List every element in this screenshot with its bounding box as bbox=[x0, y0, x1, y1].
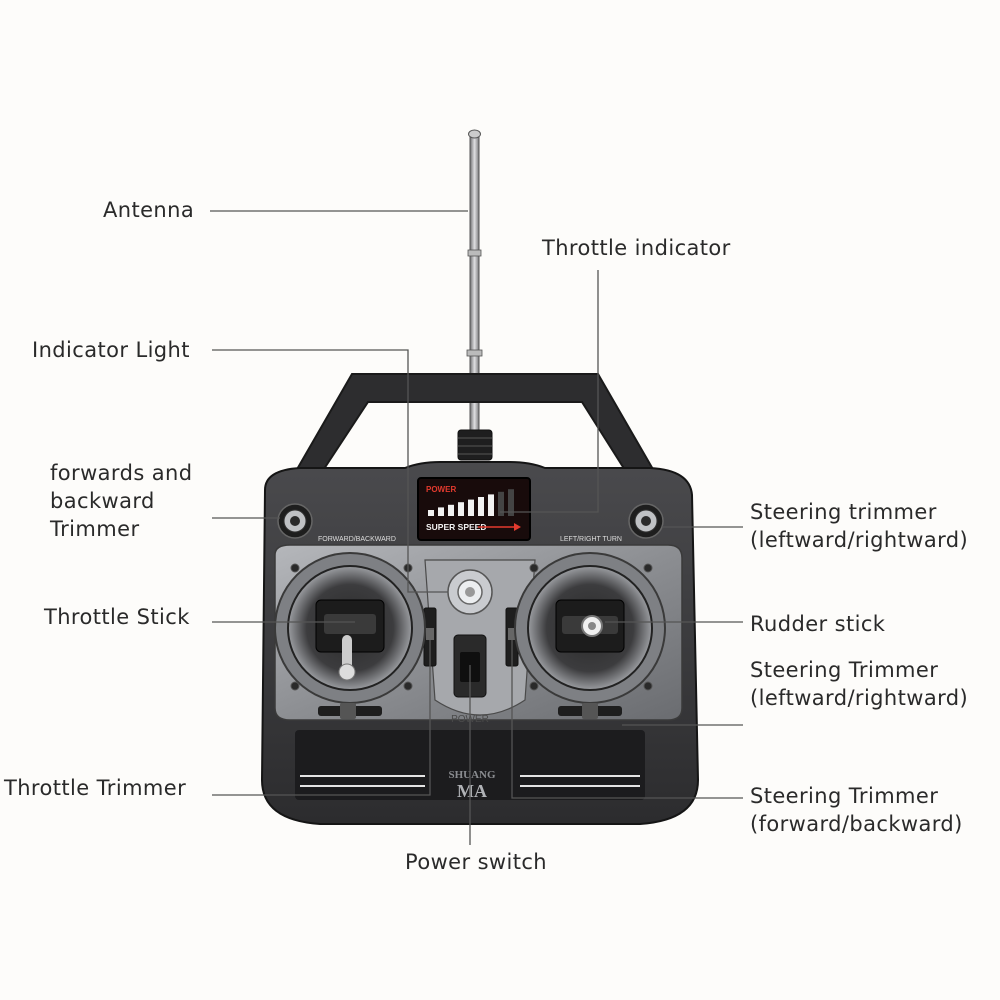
steering-trimmer-left-right[interactable] bbox=[318, 703, 622, 719]
label-forwards-backward-trimmer: forwards and backward Trimmer bbox=[50, 461, 193, 541]
label-steering-trimmer-mid: Steering Trimmer (leftward/rightward) bbox=[750, 658, 969, 710]
label-throttle-indicator: Throttle indicator bbox=[542, 236, 731, 260]
screen-speed-label: SUPER SPEED bbox=[426, 522, 486, 532]
label-steering-trimmer-bottom: Steering Trimmer (forward/backward) bbox=[750, 784, 963, 836]
rudder-stick-gimbal[interactable] bbox=[514, 552, 666, 704]
brand-line-2: MA bbox=[457, 781, 487, 801]
steering-trimmer-knob[interactable] bbox=[628, 503, 664, 539]
throttle-indicator-screen: POWER SUPER SPEED bbox=[417, 477, 531, 541]
level-bar bbox=[508, 489, 514, 516]
screen-power-label: POWER bbox=[426, 485, 456, 494]
label-power-switch: Power switch bbox=[405, 850, 548, 874]
throttle-stick-gimbal[interactable] bbox=[274, 552, 426, 704]
leader-lines bbox=[210, 210, 743, 845]
left-right-panel-text: LEFT/RIGHT TURN bbox=[560, 536, 622, 543]
label-antenna: Antenna bbox=[103, 198, 195, 222]
throttle-level-bars bbox=[428, 489, 514, 516]
level-bar bbox=[488, 494, 494, 516]
level-bar bbox=[428, 510, 434, 516]
throttle-trimmer-leader bbox=[212, 640, 431, 796]
brand-line-1: SHUANG bbox=[448, 769, 496, 781]
level-bar bbox=[458, 502, 464, 516]
label-throttle-stick: Throttle Stick bbox=[44, 605, 190, 629]
indicator-light bbox=[447, 569, 493, 615]
label-steering-trimmer-top: Steering trimmer (leftward/rightward) bbox=[750, 500, 969, 552]
label-indicator-light: Indicator Light bbox=[32, 338, 190, 362]
antenna bbox=[457, 129, 493, 461]
forward-backward-panel-text: FORWARD/BACKWARD bbox=[318, 536, 396, 543]
indicator-light-leader bbox=[212, 349, 448, 593]
panel-screws bbox=[290, 563, 653, 691]
label-throttle-trimmer: Throttle Trimmer bbox=[4, 776, 187, 800]
label-rudder-stick: Rudder stick bbox=[750, 612, 886, 636]
level-bar bbox=[448, 504, 454, 516]
throttle-indicator-leader bbox=[500, 270, 599, 513]
level-bar bbox=[498, 491, 504, 516]
forward-backward-trimmer-knob[interactable] bbox=[277, 503, 313, 539]
steering-trimmer-bottom-leader bbox=[511, 640, 743, 799]
level-bar bbox=[438, 507, 444, 516]
level-bar bbox=[468, 499, 474, 516]
level-bar bbox=[478, 497, 484, 516]
